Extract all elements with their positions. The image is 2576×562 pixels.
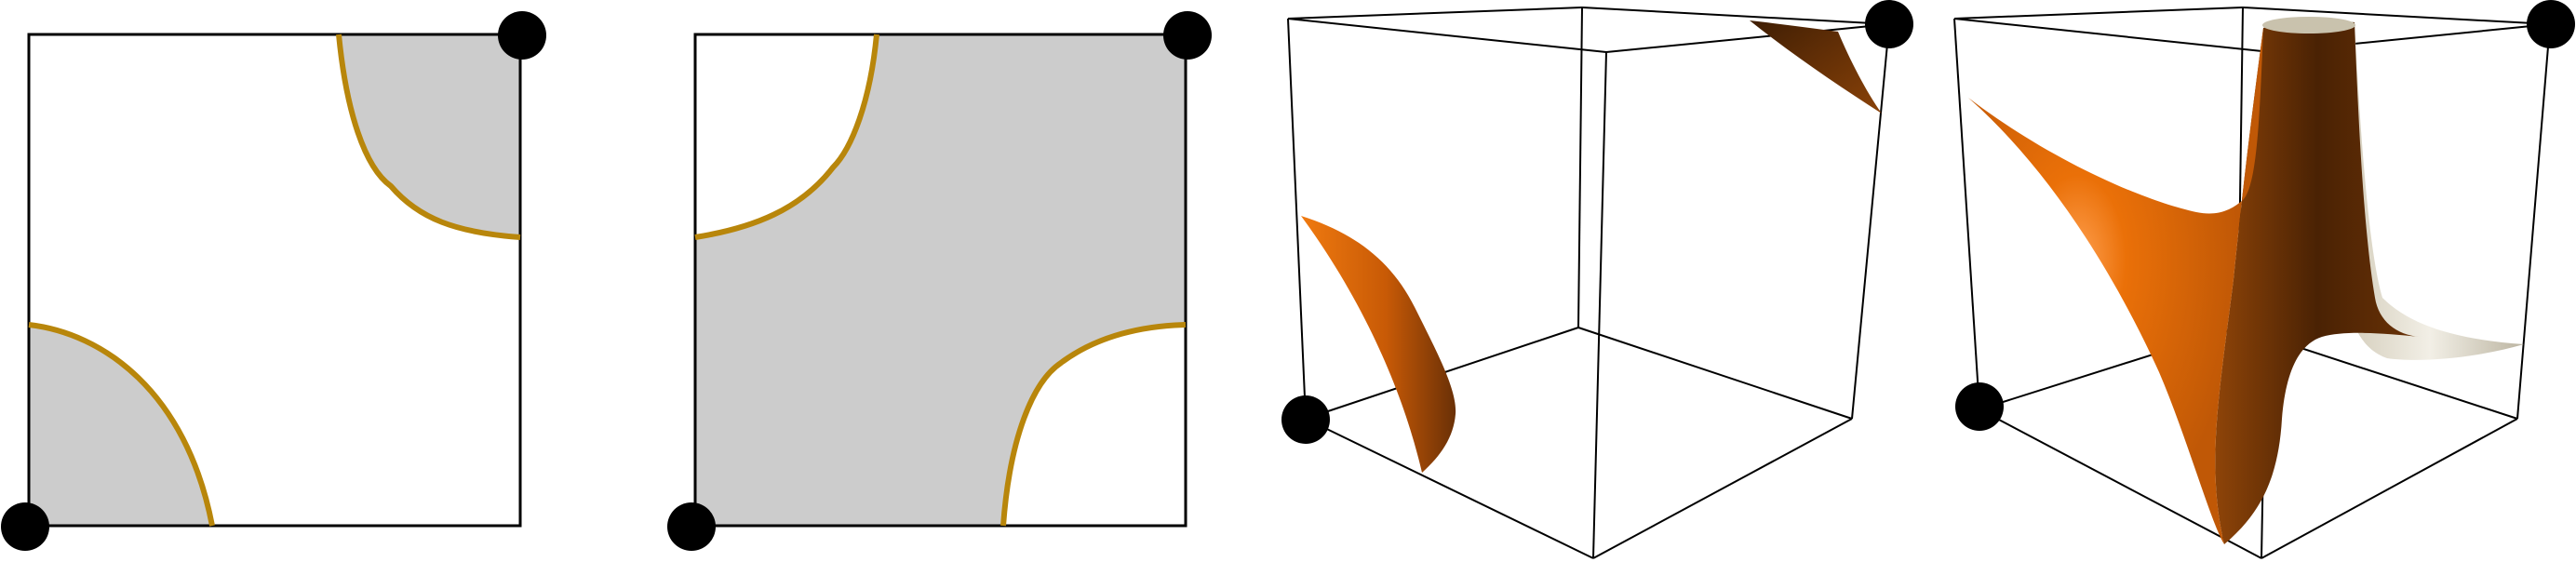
vertex-dot-top-right [1163, 11, 1212, 60]
vertex-dot-top-right [2527, 0, 2575, 48]
panel-cube-sheets [1281, 0, 1913, 559]
panel-square-complement [667, 11, 1212, 551]
contour-top-left [694, 33, 879, 240]
shaded-corner-top-right [339, 34, 520, 237]
contour-bottom-right [1000, 322, 1187, 527]
shaded-corner-bottom-left [29, 325, 212, 526]
square-frame [693, 33, 1187, 528]
vertex-dot-bottom-left [1955, 382, 2004, 431]
square-frame [27, 33, 522, 528]
contour-top-right [336, 33, 521, 240]
surface-tube [2215, 20, 2420, 544]
vertex-dot-bottom-left [1, 502, 49, 551]
vertex-dot-top-right [1865, 0, 1913, 48]
vertex-dot-bottom-left [667, 502, 716, 551]
tube-opening [2262, 17, 2355, 33]
panel-cube-connected-surface [1953, 0, 2575, 559]
surface-sheet-left [1301, 216, 1456, 473]
vertex-dot-top-right [498, 11, 546, 60]
panel-square-corners [1, 11, 546, 551]
contour-bottom-left [28, 322, 215, 527]
surface-sheet-top-corner [1750, 20, 1882, 114]
shaded-region-complement [695, 34, 1186, 526]
vertex-dot-bottom-left [1281, 395, 1330, 444]
cube-frame [1287, 7, 1890, 559]
surface-sheet-large [1968, 28, 2263, 544]
